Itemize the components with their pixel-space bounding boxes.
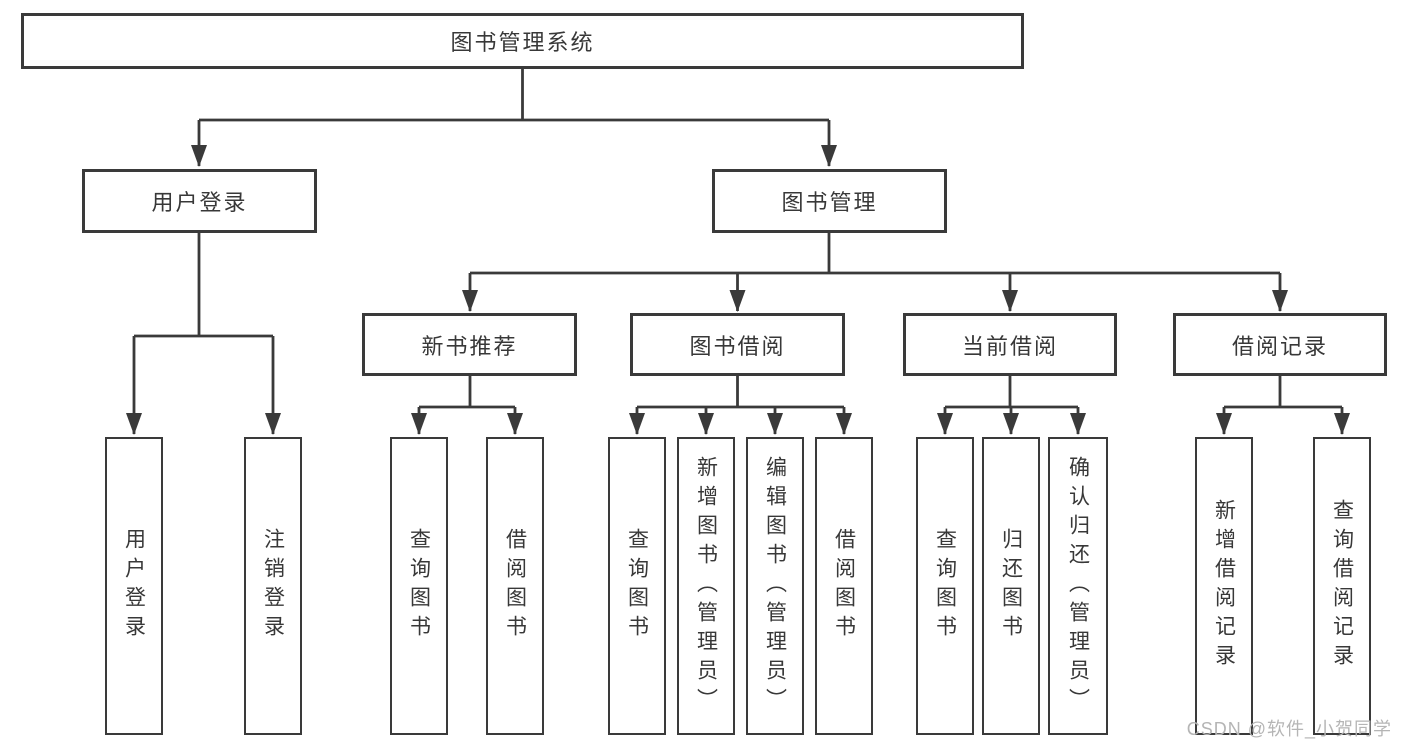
leaf-logout: 注销登录 bbox=[244, 437, 302, 735]
node-new-book-recommend: 新书推荐 bbox=[362, 313, 577, 376]
leaf-add-books-admin: 新增图书（管理员） bbox=[677, 437, 735, 735]
leaf-return-books: 归还图书 bbox=[982, 437, 1040, 735]
watermark: CSDN @软件_小贺同学 bbox=[1186, 719, 1392, 739]
leaf-add-borrow-record: 新增借阅记录 bbox=[1195, 437, 1253, 735]
node-book-borrow: 图书借阅 bbox=[630, 313, 845, 376]
leaf-borrow-books: 借阅图书 bbox=[815, 437, 873, 735]
leaf-edit-books-admin: 编辑图书（管理员） bbox=[746, 437, 804, 735]
node-book-management: 图书管理 bbox=[712, 169, 947, 233]
leaf-query-borrow-record: 查询借阅记录 bbox=[1313, 437, 1371, 735]
leaf-query-books-borrow: 查询图书 bbox=[608, 437, 666, 735]
leaf-query-books-current: 查询图书 bbox=[916, 437, 974, 735]
leaf-query-books-recommend: 查询图书 bbox=[390, 437, 448, 735]
node-user-login-group: 用户登录 bbox=[82, 169, 317, 233]
leaf-borrow-books-recommend: 借阅图书 bbox=[486, 437, 544, 735]
node-current-borrow: 当前借阅 bbox=[903, 313, 1117, 376]
node-borrow-records: 借阅记录 bbox=[1173, 313, 1387, 376]
node-root: 图书管理系统 bbox=[21, 13, 1024, 69]
leaf-confirm-return-admin: 确认归还（管理员） bbox=[1048, 437, 1108, 735]
leaf-user-login: 用户登录 bbox=[105, 437, 163, 735]
